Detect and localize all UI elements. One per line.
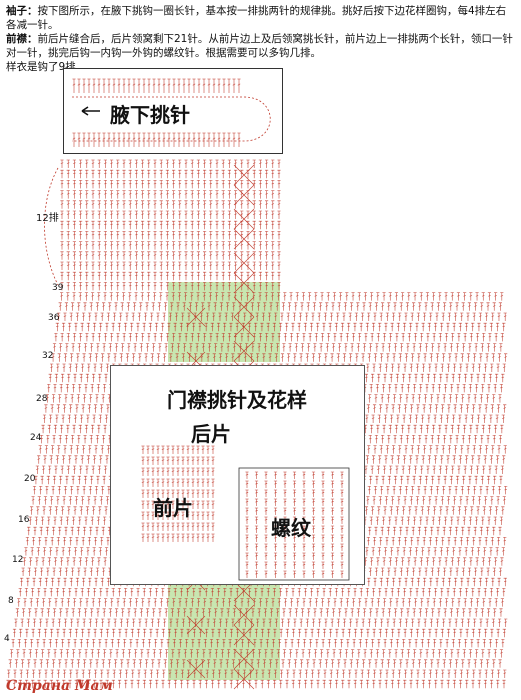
placket-diagram: [141, 445, 350, 581]
placket-note: 前襟：前后片缝合后，后片领窝剩下21针。从前片边上及后领窝挑长针，前片边上一排挑…: [6, 32, 516, 60]
row-number-20: 20: [24, 474, 36, 484]
placket-text: 前后片缝合后，后片领窝剩下21针。从前片边上及后领窝挑长针，前片边上一排挑两个长…: [6, 33, 513, 59]
placket-pattern-label: 门襟挑针及花样: [167, 388, 307, 412]
armpit-inset: 腋下挑针: [63, 68, 283, 154]
sleeve-label: 袖子：: [6, 5, 38, 17]
left-edge-curve: [44, 167, 59, 286]
row-number-39: 39: [52, 283, 64, 293]
row-number-28: 28: [36, 394, 48, 404]
pattern-notes: 袖子：按下图所示，在腋下挑钩一圈长针，基本按一排挑两针的规律挑。挑好后按下边花样…: [6, 4, 516, 74]
rows-12-label: 12排: [36, 213, 59, 224]
arrow-icon: [81, 106, 100, 116]
armpit-diagram: [72, 78, 271, 147]
row-number-12: 12: [12, 555, 24, 565]
site-watermark: Страна Мам: [6, 678, 113, 694]
row-number-24: 24: [30, 433, 42, 443]
stitch-grid: [6, 159, 508, 689]
row-number-36: 36: [48, 313, 60, 323]
armpit-label: 腋下挑针: [110, 103, 190, 127]
sleeve-text: 按下图所示，在腋下挑钩一圈长针，基本按一排挑两针的规律挑。挑好后按下边花样圈钩，…: [6, 5, 507, 31]
sleeve-note: 袖子：按下图所示，在腋下挑钩一圈长针，基本按一排挑两针的规律挑。挑好后按下边花样…: [6, 4, 516, 32]
row-number-16: 16: [18, 515, 30, 525]
row-number-8: 8: [8, 596, 14, 606]
row-number-32: 32: [42, 351, 54, 361]
row-number-4: 4: [4, 634, 10, 644]
placket-label: 前襟：: [6, 33, 38, 45]
rib-label: 螺纹: [271, 516, 311, 540]
back-piece-label: 后片: [191, 422, 231, 446]
front-piece-label: 前片: [153, 496, 193, 520]
placket-inset: 门襟挑针及花样 后片 前片 螺纹: [110, 365, 365, 585]
